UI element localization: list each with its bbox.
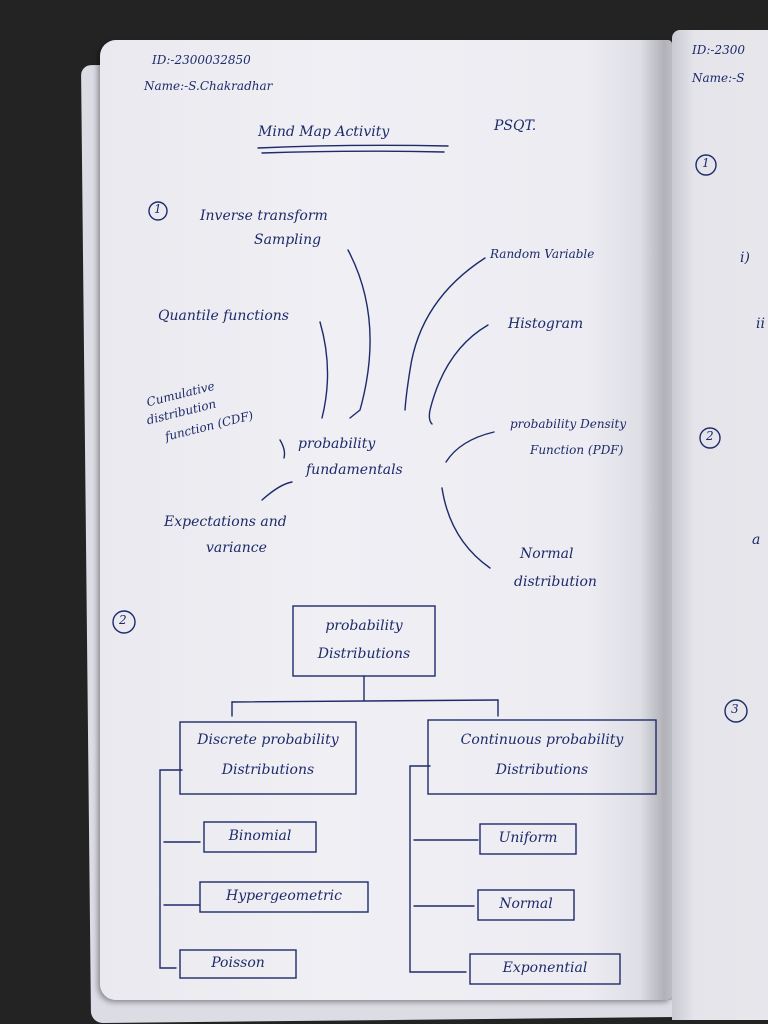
- branch-inverse: [347, 249, 371, 419]
- section1-circle: [148, 201, 168, 221]
- right-marker-2: 2: [706, 429, 714, 443]
- item-uniform: Uniform: [498, 830, 558, 846]
- histogram: Histogram: [508, 316, 584, 332]
- subject-label: PSQT.: [494, 118, 537, 134]
- right-name: Name:-S: [692, 71, 745, 85]
- discrete-title-line1: Discrete probability: [197, 732, 339, 748]
- inverse-transform-line1: Inverse transform: [200, 208, 328, 224]
- branch-normal: [441, 487, 491, 569]
- title-underline-2: [261, 150, 445, 154]
- student-id: ID:-2300032850: [152, 53, 251, 67]
- discrete-title-line2: Distributions: [221, 762, 315, 778]
- notebook-right-page: [672, 30, 768, 1020]
- center-node-line1: probability: [298, 436, 376, 452]
- uniform-box: [479, 823, 577, 855]
- quantile-functions: Quantile functions: [158, 308, 289, 324]
- pdf-line1: probability Density: [510, 417, 627, 431]
- root-node-line2: Distributions: [317, 646, 411, 662]
- continuous-title-line1: Continuous probability: [460, 732, 624, 748]
- branch-random: [404, 257, 486, 411]
- expectation-line2: variance: [206, 540, 267, 556]
- section2-circle: [112, 610, 136, 634]
- section2-number: 2: [119, 613, 127, 627]
- center-node-line2: fundamentals: [306, 462, 403, 478]
- right-marker-i: i): [740, 250, 750, 266]
- continuous-box: [427, 719, 657, 795]
- expectation-line1: Expectations and: [164, 514, 287, 530]
- page-title: Mind Map Activity: [258, 124, 390, 140]
- section1-number: 1: [154, 202, 162, 216]
- right-id: ID:-2300: [692, 43, 745, 57]
- right-circle-3: [724, 699, 748, 723]
- right-circle-2: [699, 427, 721, 449]
- item-normal: Normal: [499, 896, 553, 912]
- discrete-spine: [159, 769, 183, 969]
- discrete-box: [179, 721, 357, 795]
- right-marker-1: 1: [702, 156, 710, 170]
- student-name: Name:-S.Chakradhar: [144, 79, 273, 93]
- item-exponential: Exponential: [502, 960, 588, 976]
- poisson-box: [179, 949, 297, 979]
- normal-dist-line1: Normal: [520, 546, 574, 562]
- right-marker-3: 3: [731, 702, 739, 716]
- root-node-line1: probability: [325, 618, 403, 634]
- continuous-spine: [409, 765, 467, 973]
- branch-expectation: [261, 481, 293, 501]
- right-marker-ii: ii: [756, 316, 765, 332]
- right-marker-a: a: [752, 532, 761, 548]
- pdf-line2: Function (PDF): [530, 443, 624, 457]
- binomial-box: [203, 821, 317, 853]
- item-poisson: Poisson: [211, 955, 265, 971]
- hypergeometric-box: [199, 881, 369, 913]
- branch-histogram: [428, 324, 489, 425]
- exponential-box: [469, 953, 621, 985]
- continuous-title-line2: Distributions: [495, 762, 589, 778]
- normal-box: [477, 889, 575, 921]
- right-circle-1: [695, 154, 717, 176]
- normal-dist-line2: distribution: [514, 574, 597, 590]
- root-box: [292, 605, 436, 677]
- branch-pdf: [445, 431, 495, 463]
- branch-cdf: [279, 439, 286, 459]
- random-variable: Random Variable: [490, 247, 595, 261]
- inverse-transform-line2: Sampling: [254, 232, 322, 248]
- item-hypergeometric: Hypergeometric: [226, 888, 342, 904]
- title-underline: [257, 144, 449, 149]
- item-binomial: Binomial: [228, 828, 292, 844]
- branch-quantile: [319, 321, 329, 419]
